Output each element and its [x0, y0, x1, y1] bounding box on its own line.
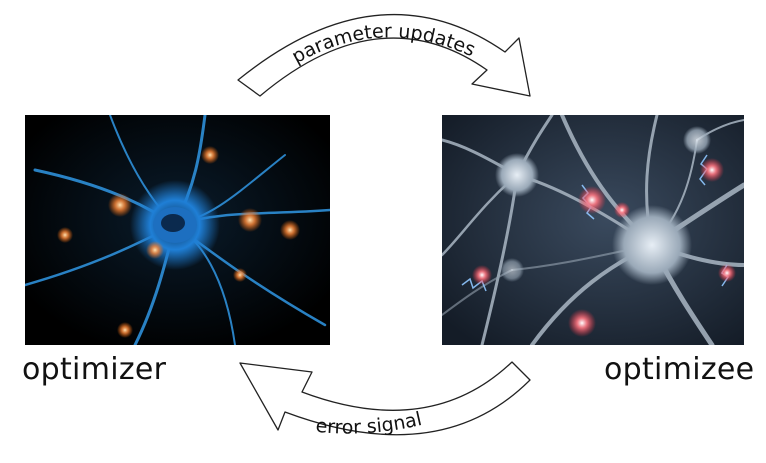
error-signal-arrow: [239, 361, 531, 436]
parameter-updates-arrow: [237, 13, 531, 97]
optimizer-label: optimizer: [22, 352, 167, 387]
optimizer-image: [25, 115, 330, 345]
optimizee-label: optimizee: [604, 352, 755, 387]
optimizee-image: [442, 115, 744, 345]
